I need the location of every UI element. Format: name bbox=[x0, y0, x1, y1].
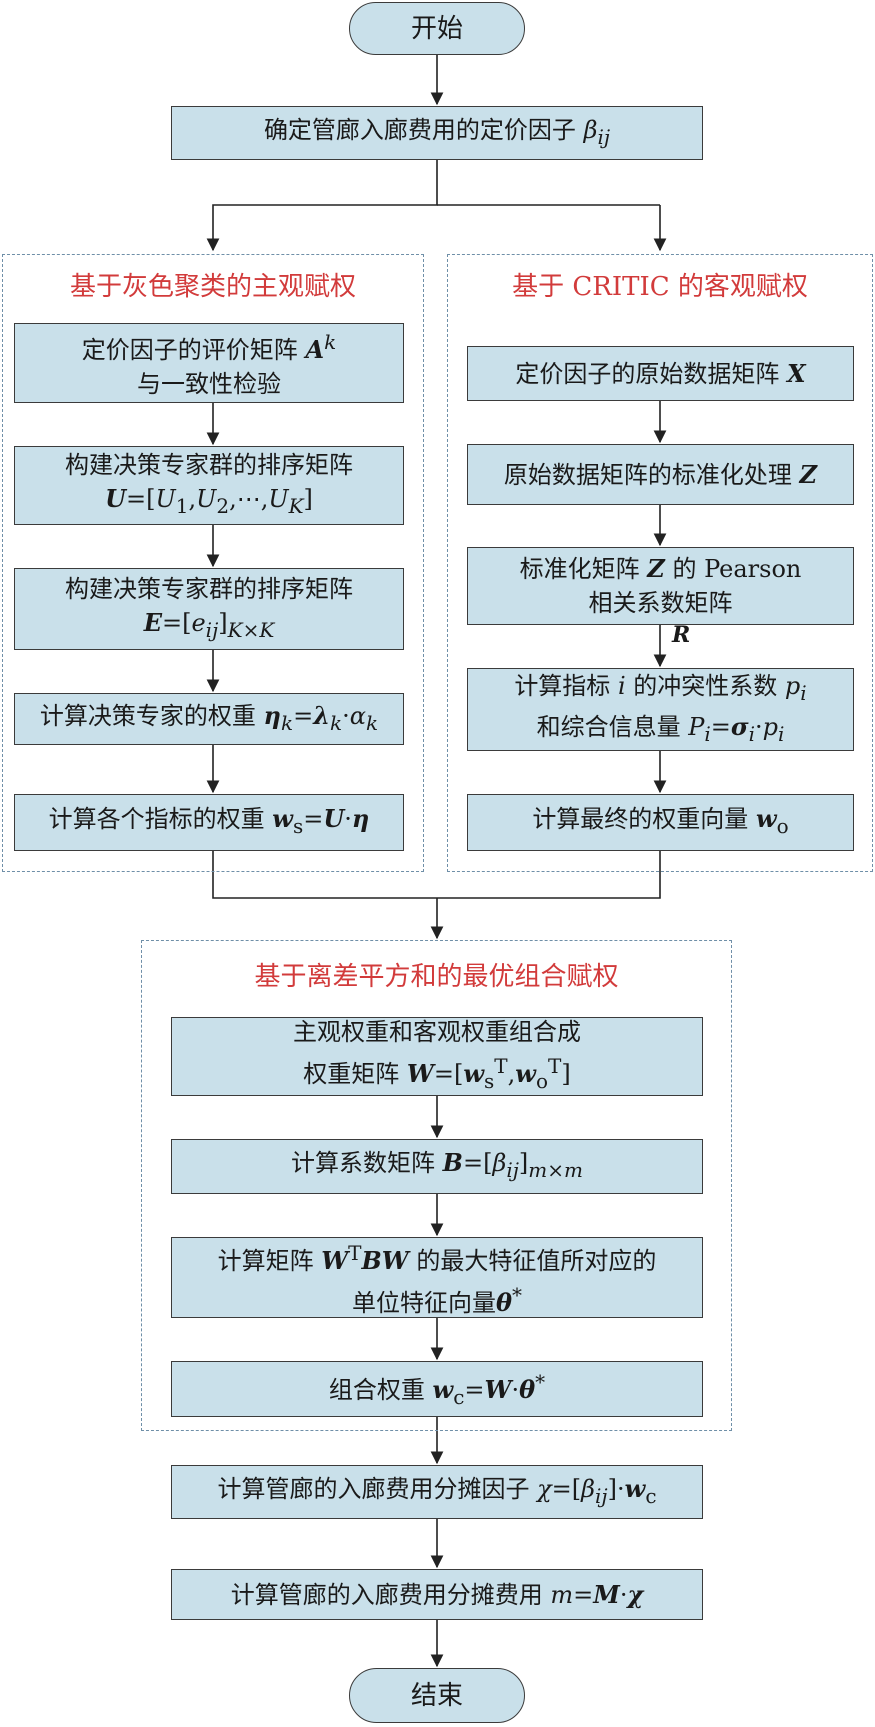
allocation-factor-label: 计算管廊的入廊费用分摊因子 χ=[βij]·wc bbox=[217, 1473, 657, 1508]
subjective-weighting-group bbox=[2, 254, 424, 872]
conflict-coefficient-line1: 计算指标 i 的冲突性系数 pi bbox=[514, 671, 807, 705]
ranking-matrix-e-line2: E=[eij]K×K bbox=[143, 607, 275, 642]
pearson-matrix-line1: 标准化矩阵 Z 的 Pearson bbox=[519, 554, 802, 583]
end-node: 结束 bbox=[349, 1668, 525, 1723]
evaluation-matrix-line1: 定价因子的评价矩阵 Ak bbox=[81, 330, 337, 364]
standardization-label: 原始数据矩阵的标准化处理 Z bbox=[503, 459, 818, 489]
ranking-matrix-u-line2: U=[U1,U2,⋯,UK] bbox=[105, 484, 313, 518]
ranking-matrix-u-line1: 构建决策专家群的排序矩阵 bbox=[65, 451, 353, 480]
weight-matrix-line2: 权重矩阵 W=[wsT,woT] bbox=[303, 1054, 571, 1093]
weight-matrix-line1: 主观权重和客观权重组合成 bbox=[293, 1018, 581, 1047]
optimal-combination-title: 基于离差平方和的最优组合赋权 bbox=[254, 962, 619, 992]
objective-weight-node: 计算最终的权重向量 wo bbox=[467, 794, 854, 851]
coefficient-matrix-node: 计算系数矩阵 B=[βij]m×m bbox=[171, 1139, 703, 1194]
evaluation-matrix-node: 定价因子的评价矩阵 Ak 与一致性检验 bbox=[14, 323, 404, 403]
pricing-factor-label: 确定管廊入廊费用的定价因子 βij bbox=[263, 115, 611, 149]
start-node: 开始 bbox=[349, 2, 525, 55]
conflict-coefficient-node: 计算指标 i 的冲突性系数 pi 和综合信息量 Pi=σi·pi bbox=[467, 668, 854, 751]
objective-weight-label: 计算最终的权重向量 wo bbox=[532, 804, 789, 838]
combined-weight-label: 组合权重 wc=W·θ* bbox=[328, 1369, 546, 1409]
expert-weight-node: 计算决策专家的权重 ηk=λk·αk bbox=[14, 693, 404, 745]
start-label: 开始 bbox=[410, 13, 463, 44]
expert-weight-label: 计算决策专家的权重 ηk=λk·αk bbox=[39, 700, 379, 735]
coefficient-matrix-label: 计算系数矩阵 B=[βij]m×m bbox=[291, 1148, 583, 1182]
allocation-cost-node: 计算管廊的入廊费用分摊费用 m=M·χ bbox=[171, 1569, 703, 1620]
ranking-matrix-e-line1: 构建决策专家群的排序矩阵 bbox=[65, 574, 353, 603]
eigenvector-line1: 计算矩阵 WTBW 的最大特征值所对应的 bbox=[217, 1240, 657, 1275]
ranking-matrix-u-node: 构建决策专家群的排序矩阵 U=[U1,U2,⋯,UK] bbox=[14, 446, 404, 525]
weight-matrix-node: 主观权重和客观权重组合成 权重矩阵 W=[wsT,woT] bbox=[171, 1017, 703, 1096]
raw-data-matrix-node: 定价因子的原始数据矩阵 X bbox=[467, 346, 854, 401]
ranking-matrix-e-node: 构建决策专家群的排序矩阵 E=[eij]K×K bbox=[14, 568, 404, 650]
combined-weight-node: 组合权重 wc=W·θ* bbox=[171, 1361, 703, 1417]
subjective-weight-node: 计算各个指标的权重 ws=U·η bbox=[14, 794, 404, 851]
evaluation-matrix-line2: 与一致性检验 bbox=[137, 370, 281, 398]
allocation-factor-node: 计算管廊的入廊费用分摊因子 χ=[βij]·wc bbox=[171, 1465, 703, 1519]
eigenvector-node: 计算矩阵 WTBW 的最大特征值所对应的 单位特征向量θ* bbox=[171, 1237, 703, 1318]
optimal-combination-group bbox=[141, 940, 732, 1431]
pearson-matrix-node: 标准化矩阵 Z 的 Pearson 相关系数矩阵 bbox=[467, 547, 854, 625]
eigenvector-line2: 单位特征向量θ* bbox=[351, 1282, 522, 1317]
edge-label-r: R bbox=[672, 622, 691, 648]
pearson-matrix-line2: 相关系数矩阵 bbox=[588, 589, 733, 617]
conflict-coefficient-line2: 和综合信息量 Pi=σi·pi bbox=[536, 711, 785, 746]
objective-weighting-group bbox=[447, 254, 873, 872]
allocation-cost-label: 计算管廊的入廊费用分摊费用 m=M·χ bbox=[230, 1579, 644, 1609]
standardization-node: 原始数据矩阵的标准化处理 Z bbox=[467, 444, 854, 505]
connector-pricing-factor-split bbox=[206, 160, 438, 252]
subjective-weight-label: 计算各个指标的权重 ws=U·η bbox=[48, 804, 370, 838]
end-label: 结束 bbox=[410, 1680, 463, 1711]
raw-data-matrix-label: 定价因子的原始数据矩阵 X bbox=[515, 358, 806, 388]
subjective-weighting-title: 基于灰色聚类的主观赋权 bbox=[69, 272, 356, 302]
objective-weighting-title: 基于 CRITIC 的客观赋权 bbox=[512, 272, 808, 302]
pricing-factor-node: 确定管廊入廊费用的定价因子 βij bbox=[171, 106, 703, 160]
